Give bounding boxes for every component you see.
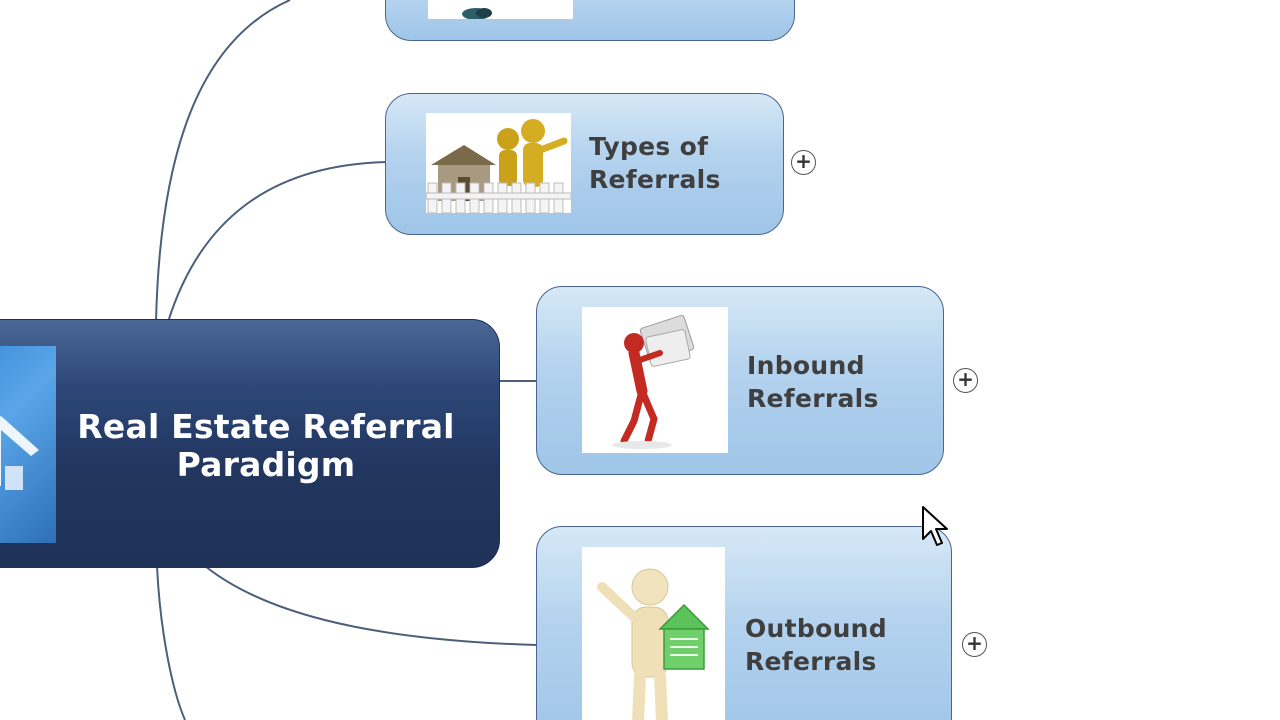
connector-types-of-referrals	[167, 161, 388, 323]
connector-outbound-referrals	[204, 565, 538, 646]
central-topic[interactable]: Real Estate Referral Paradigm	[0, 319, 500, 568]
clipart-figure-carrying-newspapers-image	[582, 307, 728, 453]
subtopic-label: Outbound Referrals	[745, 614, 887, 676]
subtopic-types-of-referrals[interactable]: Types of Referrals	[385, 93, 784, 235]
central-topic-title: Real Estate Referral Paradigm	[77, 407, 455, 484]
subtopic-top-partial[interactable]	[385, 0, 795, 41]
clipart-figures-at-house-image	[426, 113, 571, 213]
subtopic-image	[428, 0, 573, 19]
subtopic-label: Types of Referrals	[589, 132, 721, 194]
connector-top	[155, 0, 291, 323]
expand-types-of-referrals-button[interactable]: +	[791, 150, 816, 175]
connector-bottom	[156, 565, 186, 720]
house-icon	[0, 346, 56, 543]
clipart-figure-holding-house-sign-image	[582, 547, 725, 720]
subtopic-inbound-referrals[interactable]: Inbound Referrals	[536, 286, 944, 475]
expand-outbound-referrals-button[interactable]: +	[962, 632, 987, 657]
subtopic-outbound-referrals[interactable]: Outbound Referrals	[536, 526, 952, 720]
expand-inbound-referrals-button[interactable]: +	[953, 368, 978, 393]
subtopic-label: Inbound Referrals	[747, 351, 879, 413]
mouse-cursor-icon	[922, 506, 948, 546]
